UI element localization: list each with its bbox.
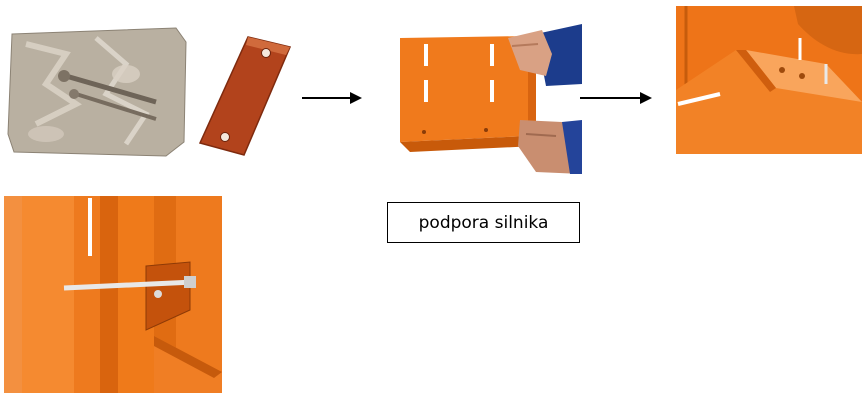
frame-bracket-closeup-photo xyxy=(4,196,222,393)
arrow-right-icon xyxy=(302,92,362,104)
hardware-bag-photo xyxy=(7,27,187,157)
caption-box: podpora silnika xyxy=(387,202,580,243)
caption-label: podpora silnika xyxy=(418,212,549,233)
bracket-plate-photo xyxy=(198,36,292,156)
arrow-right-icon xyxy=(580,92,652,104)
motor-support-photo xyxy=(400,24,582,174)
mounted-support-photo xyxy=(676,6,862,154)
